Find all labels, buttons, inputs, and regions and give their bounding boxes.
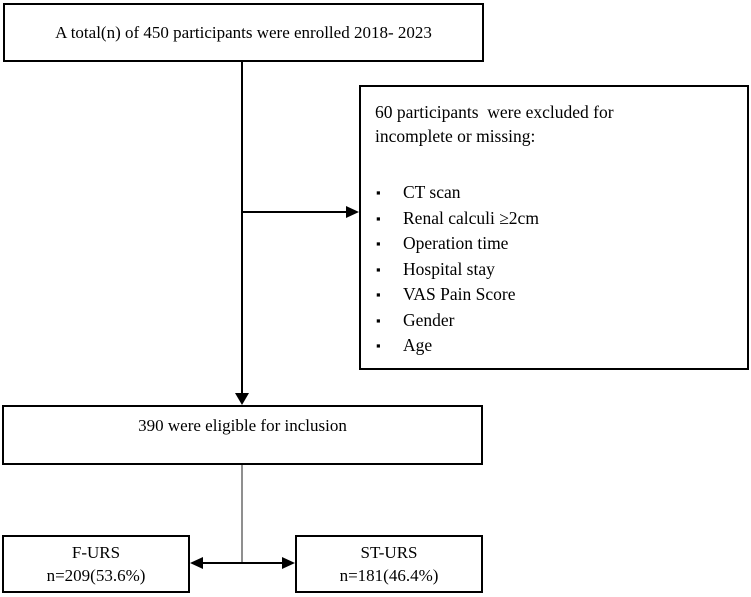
arrowhead-right-icon	[346, 206, 359, 218]
sturs-box: ST-URS n=181(46.4%)	[295, 535, 483, 593]
furs-count: n=209(53.6%)	[46, 566, 146, 585]
furs-box: F-URS n=209(53.6%)	[2, 535, 190, 593]
connector-to-excluded	[242, 211, 346, 213]
list-item: ▪ Operation time	[375, 231, 733, 257]
square-bullet-icon: ▪	[376, 185, 381, 200]
square-bullet-icon: ▪	[376, 210, 381, 226]
list-item-label: Operation time	[403, 233, 509, 253]
list-item-label: VAS Pain Score	[403, 284, 516, 304]
connector-furs-sturs	[201, 562, 283, 564]
sturs-name: ST-URS	[360, 543, 418, 562]
enrolled-box: A total(n) of 450 participants were enro…	[3, 3, 484, 62]
list-item: ▪ Hospital stay	[375, 257, 733, 283]
list-item: ▪ Renal calculi ≥2cm	[375, 206, 733, 232]
square-bullet-icon: ▪	[376, 287, 381, 302]
list-item: ▪ Age	[375, 333, 733, 359]
list-item: ▪ Gender	[375, 308, 733, 334]
connector-eligible-to-split	[241, 465, 243, 563]
list-item: ▪ CT scan	[375, 180, 733, 206]
list-item-label: Gender	[403, 309, 455, 330]
arrowhead-left-icon	[190, 557, 203, 569]
connector-enrolled-to-eligible	[241, 62, 243, 394]
list-item-label: Age	[403, 335, 433, 355]
excluded-heading-line2: incomplete or missing:	[375, 126, 536, 146]
square-bullet-icon: ▪	[376, 236, 381, 251]
furs-name: F-URS	[71, 543, 121, 562]
list-item-label: Renal calculi ≥2cm	[403, 207, 539, 228]
square-bullet-icon: ▪	[376, 261, 381, 277]
excluded-box: 60 participants were excluded for incomp…	[359, 85, 749, 370]
arrowhead-right-icon	[282, 557, 295, 569]
excluded-heading-line1: 60 participants were excluded for	[375, 102, 614, 122]
arrowhead-down-icon	[235, 393, 249, 405]
sturs-count: n=181(46.4%)	[339, 566, 439, 585]
list-item-label: Hospital stay	[403, 258, 495, 279]
list-item-label: CT scan	[403, 182, 461, 202]
list-item: ▪ VAS Pain Score	[375, 282, 733, 308]
eligible-text: 390 were eligible for inclusion	[138, 416, 347, 435]
excluded-list: ▪ CT scan ▪ Renal calculi ≥2cm ▪ Operati…	[375, 180, 733, 359]
square-bullet-icon: ▪	[376, 338, 381, 353]
excluded-heading: 60 participants were excluded for incomp…	[375, 100, 733, 148]
square-bullet-icon: ▪	[376, 312, 381, 328]
eligible-box: 390 were eligible for inclusion	[2, 405, 483, 465]
enrolled-text: A total(n) of 450 participants were enro…	[55, 22, 432, 42]
